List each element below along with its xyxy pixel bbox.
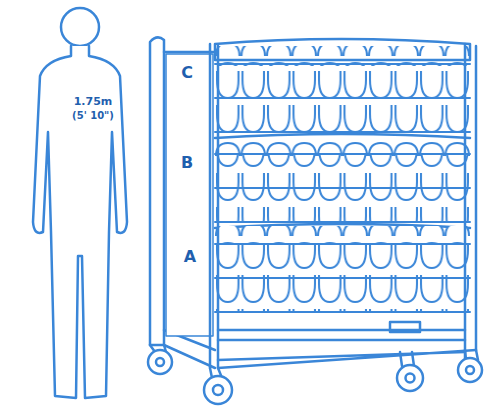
bin-row bbox=[215, 188, 470, 222]
wheel-hub bbox=[213, 385, 223, 395]
wheel-hub bbox=[466, 366, 474, 374]
bin-row bbox=[215, 64, 470, 98]
bin-row bbox=[215, 98, 470, 132]
trolley-side-frame bbox=[164, 52, 215, 368]
wheel-hub bbox=[406, 374, 415, 383]
shelf-line bbox=[215, 154, 470, 222]
person-body bbox=[33, 46, 127, 398]
height-label: 1.75m bbox=[74, 95, 113, 108]
wheel bbox=[204, 376, 232, 404]
trolley-base bbox=[218, 330, 476, 368]
shelf-letter: B bbox=[181, 153, 193, 172]
bin-row bbox=[215, 154, 470, 188]
wheel bbox=[458, 358, 482, 382]
shelf-line bbox=[215, 64, 470, 132]
trolley-side-panel bbox=[166, 54, 213, 336]
wheel bbox=[148, 350, 172, 374]
trolley-post-right bbox=[465, 44, 476, 362]
shelf-letter: C bbox=[181, 63, 193, 82]
person-head bbox=[61, 8, 99, 46]
trolley-post-front bbox=[210, 44, 218, 368]
wheel bbox=[397, 365, 423, 391]
bin-row bbox=[215, 244, 470, 278]
base-bracket bbox=[390, 322, 420, 332]
bin-row bbox=[215, 278, 470, 312]
shelf-line bbox=[215, 244, 470, 312]
shelf-letter: A bbox=[184, 247, 196, 266]
wheel-hub bbox=[156, 358, 164, 366]
height-label: (5' 10") bbox=[72, 110, 114, 121]
trolley-post-left bbox=[150, 37, 164, 345]
